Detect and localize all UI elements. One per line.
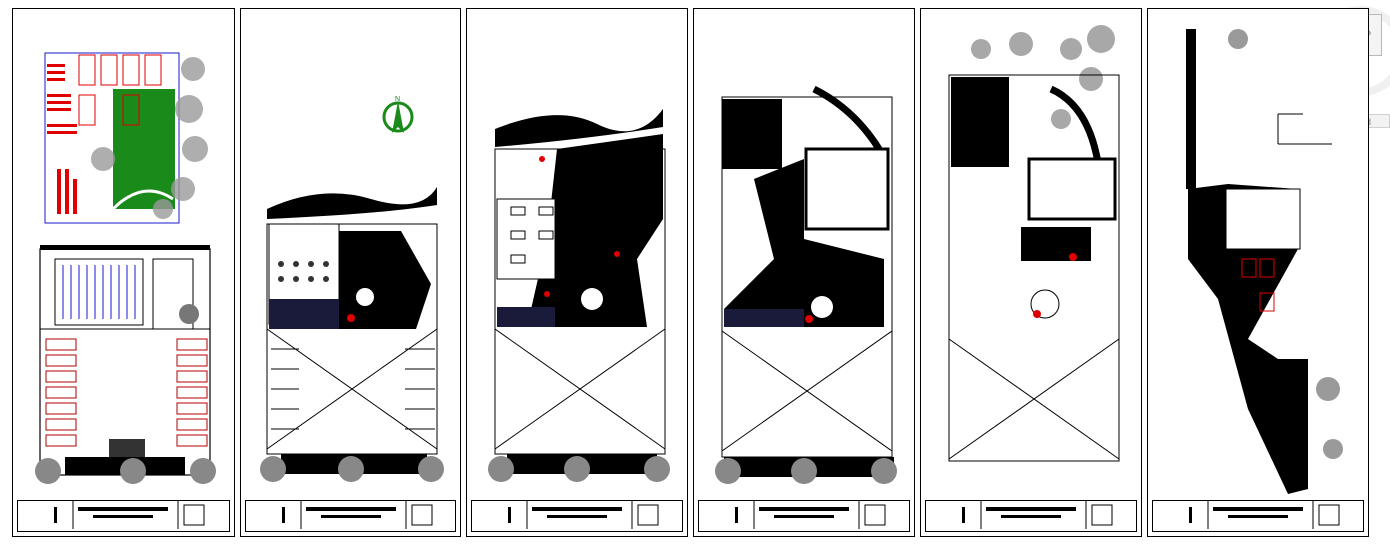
north-arrow-icon — [382, 101, 414, 133]
drawing-sheet-3 — [466, 8, 688, 537]
title-block-3 — [471, 500, 683, 532]
drawing-sheet-4 — [693, 8, 915, 537]
floor-plan-drawing-5 — [948, 25, 1120, 462]
drawing-sheet-6 — [1147, 8, 1369, 537]
section-drawing — [1186, 29, 1343, 494]
title-block-6 — [1152, 500, 1364, 532]
title-block-1 — [17, 500, 230, 532]
floor-plan-drawing-2: N — [260, 96, 444, 482]
drawing-sheet-2: N — [240, 8, 461, 537]
drawing-sheet-5 — [920, 8, 1142, 537]
drawing-sheet-1 — [12, 8, 235, 537]
title-block-4 — [698, 500, 910, 532]
floor-plan-drawing-4 — [715, 85, 897, 484]
north-label: N — [395, 96, 400, 103]
title-block-2 — [245, 500, 456, 532]
site-plan-drawing — [35, 52, 216, 484]
floor-plan-drawing-3 — [488, 109, 670, 482]
title-block-5 — [925, 500, 1137, 532]
